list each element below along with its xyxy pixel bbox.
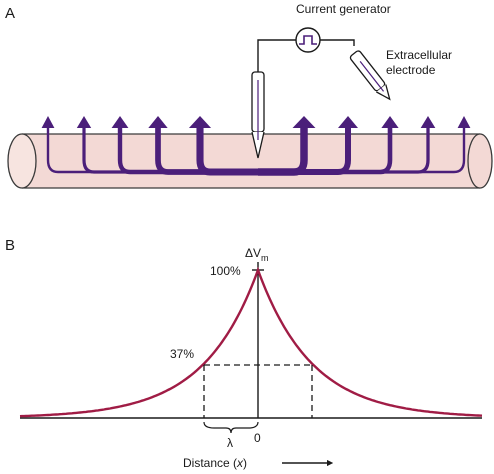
axon — [7, 133, 493, 189]
peak-label: 100% — [210, 264, 241, 278]
current-arrowhead-8 — [381, 116, 399, 128]
current-generator-label: Current generator — [296, 2, 391, 16]
current-arrow-1 — [46, 126, 258, 174]
lambda-box — [203, 364, 313, 418]
wire-right — [320, 39, 355, 46]
current-arrowhead-5 — [188, 116, 212, 128]
x-axis-label-prefix: Distance ( — [183, 456, 237, 470]
axon-right-end — [467, 133, 493, 189]
y-axis-label-sub: m — [261, 253, 269, 263]
x-axis-label-var: x — [236, 456, 244, 470]
current-arrowhead-3 — [111, 116, 129, 128]
x-axis-label-suffix: ) — [243, 456, 247, 470]
electrode-label-line2: electrode — [386, 63, 436, 77]
current-arrowhead-6 — [292, 116, 316, 128]
lambda-label: λ — [227, 436, 233, 450]
extracellular-electrode — [349, 50, 391, 101]
current-arrow-3 — [117, 126, 258, 175]
lambda-brace — [203, 421, 259, 434]
current-arrowhead-10 — [457, 116, 471, 128]
voltage-decay-curve — [19, 266, 483, 418]
current-arrowhead-4 — [148, 116, 168, 128]
pulse-icon — [299, 35, 317, 45]
panel-b: B ΔVm 100% 37% λ 0 Distance (x) — [5, 237, 483, 470]
current-arrowhead-7 — [338, 116, 358, 128]
current-arrowhead-2 — [76, 116, 92, 128]
panel-a: A Current generator Extracellular electr… — [5, 2, 493, 189]
current-arrowhead-9 — [420, 116, 436, 128]
decay-label: 37% — [170, 347, 194, 361]
current-arrow-5 — [196, 126, 258, 176]
y-axis-label-main: ΔV — [245, 246, 261, 260]
panel-a-label: A — [5, 5, 15, 22]
current-arrowhead-1 — [41, 116, 55, 128]
current-arrow-4 — [155, 126, 258, 175]
current-arrow-10 — [258, 126, 466, 174]
origin-label: 0 — [254, 431, 261, 445]
wire-left — [257, 39, 296, 72]
electrode-tip — [376, 84, 391, 101]
current-generator — [295, 27, 321, 53]
electrode-wire — [359, 61, 385, 92]
y-axis-label: ΔVm — [245, 246, 269, 263]
generator-circle — [295, 27, 321, 53]
electrode-label-line1: Extracellular — [386, 48, 452, 62]
intracellular-electrode-tip — [251, 131, 265, 159]
panel-b-label: B — [5, 237, 15, 254]
x-axis-label: Distance (x) — [183, 456, 247, 470]
axon-left-end — [7, 133, 37, 189]
current-arrow-2 — [82, 126, 258, 174]
axon-body — [22, 134, 480, 188]
current-flow-arrows — [41, 116, 471, 176]
intracellular-electrode — [251, 71, 265, 159]
